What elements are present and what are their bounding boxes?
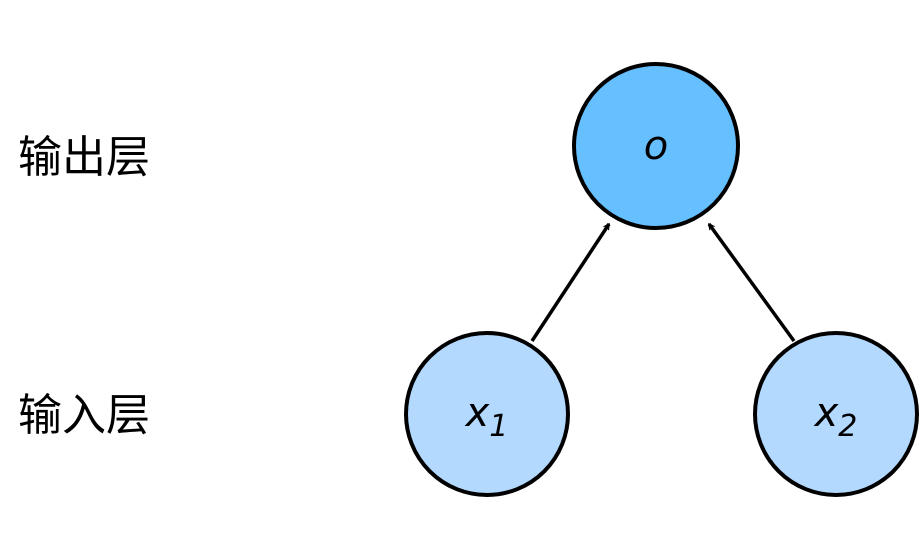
input-node-1: x1 [404, 331, 570, 497]
input-node-1-label: x1 [464, 390, 509, 444]
edge-x1-to-o [530, 224, 611, 342]
input-node-2-circle [753, 331, 919, 497]
input-layer-label: 输入层 [18, 390, 150, 441]
edge-x2-to-o [707, 224, 796, 343]
input-node-2-label: x2 [813, 390, 858, 444]
output-node-label: o [644, 123, 668, 169]
input-node-1-circle [404, 331, 570, 497]
connections [530, 224, 796, 343]
output-layer-label: 输出层 [18, 132, 150, 183]
output-node: o [572, 62, 740, 230]
output-node-circle [572, 62, 740, 230]
input-node-2: x2 [753, 331, 919, 497]
